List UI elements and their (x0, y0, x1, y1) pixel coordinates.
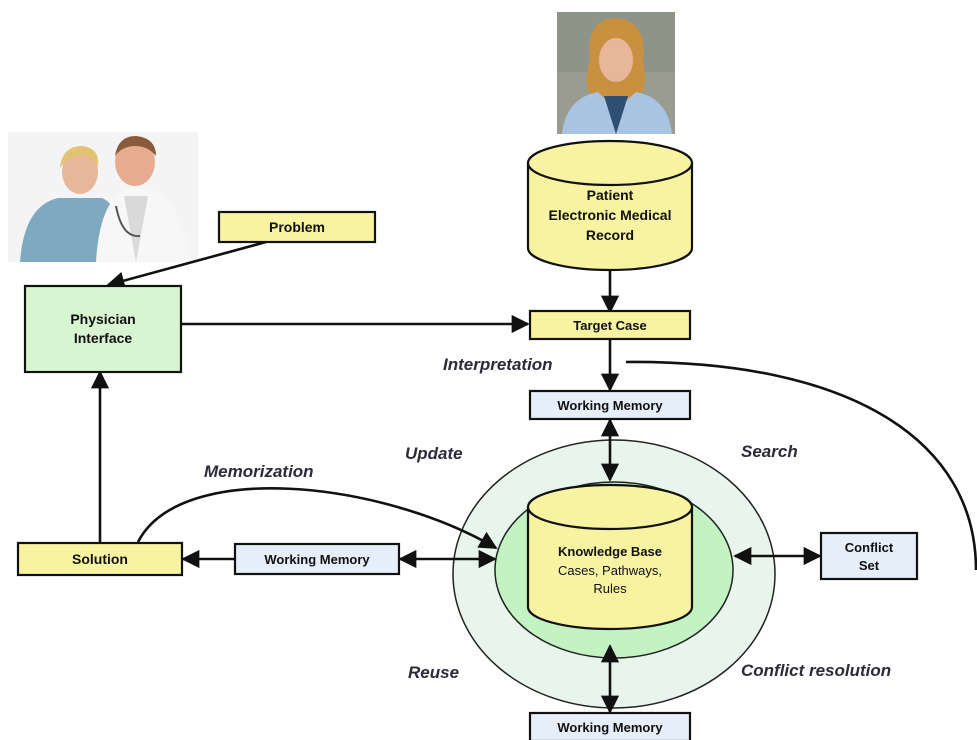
label-conflict-resolution: Conflict resolution (741, 661, 891, 680)
label-reuse: Reuse (408, 663, 459, 682)
target-case-box: Target Case (528, 309, 692, 341)
problem-box: Problem (217, 210, 377, 244)
solution-box: Solution (16, 541, 184, 577)
arrow-interpretation-curve (625, 360, 977, 571)
working-memory-top-label: Working Memory (557, 398, 663, 413)
working-memory-left-label: Working Memory (264, 552, 370, 567)
emr-line3: Record (586, 227, 634, 243)
working-memory-top-box: Working Memory (528, 389, 692, 421)
knowledge-base-cylinder: Knowledge Base Cases, Pathways, Rules (526, 483, 694, 631)
label-interpretation: Interpretation (443, 355, 553, 374)
patient-emr-cylinder: Patient Electronic Medical Record (526, 139, 694, 272)
kb-sub-line2: Rules (593, 581, 627, 596)
working-memory-bottom-label: Working Memory (557, 720, 663, 735)
emr-line2: Electronic Medical (549, 207, 672, 223)
physicians-photo (8, 132, 198, 262)
connectors (90, 240, 977, 714)
label-update: Update (405, 444, 463, 463)
problem-label: Problem (269, 219, 325, 235)
kb-title: Knowledge Base (558, 544, 662, 559)
arrow-memorization (136, 487, 498, 550)
physician-interface-line2: Interface (74, 330, 133, 346)
conflict-set-box: Conflict Set (819, 531, 919, 581)
emr-line1: Patient (587, 187, 634, 203)
working-memory-bottom-box: Working Memory (528, 711, 692, 740)
solution-label: Solution (72, 551, 128, 567)
patient-photo (557, 12, 675, 134)
conflict-set-line2: Set (859, 558, 880, 573)
label-search: Search (741, 442, 798, 461)
label-memorization: Memorization (204, 462, 314, 481)
physician-interface-line1: Physician (70, 311, 135, 327)
kb-sub-line1: Cases, Pathways, (558, 563, 662, 578)
target-case-label: Target Case (573, 318, 646, 333)
arrow-problem-to-interface (106, 240, 267, 290)
conflict-set-line1: Conflict (845, 540, 894, 555)
physician-interface-box: Physician Interface (23, 284, 183, 374)
working-memory-left-box: Working Memory (233, 542, 401, 576)
